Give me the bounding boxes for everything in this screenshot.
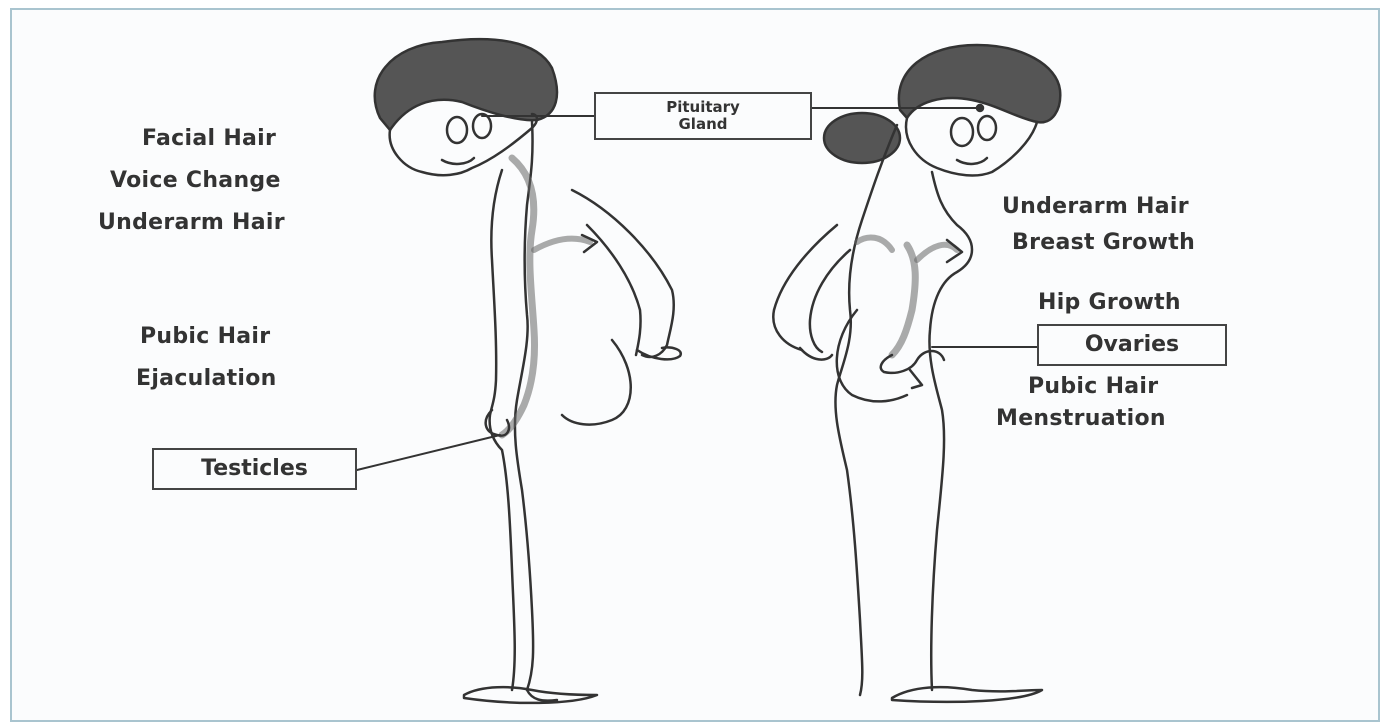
female-change-hip-growth: Hip Growth: [1038, 290, 1181, 315]
testicles-line: [357, 435, 500, 470]
male-arm: [572, 190, 674, 357]
diagram-frame: Pituitary Gland Testicles Ovaries Facial…: [10, 8, 1380, 722]
female-back: [835, 125, 897, 695]
female-change-menstruation: Menstruation: [996, 406, 1166, 431]
female-feet: [892, 687, 1042, 702]
female-eye: [978, 116, 996, 140]
female-change-breast-growth: Breast Growth: [1012, 230, 1195, 255]
male-change-underarm-hair: Underarm Hair: [98, 210, 285, 235]
female-change-pubic-hair: Pubic Hair: [1028, 374, 1158, 399]
pituitary-gland-label: Pituitary Gland: [648, 99, 758, 133]
male-change-facial-hair: Facial Hair: [142, 126, 276, 151]
female-hormone-path: [892, 245, 915, 355]
male-eye: [447, 117, 467, 143]
testicles-box: Testicles: [152, 448, 357, 490]
male-face: [390, 114, 537, 175]
female-eye: [951, 118, 973, 146]
female-arm: [773, 225, 837, 350]
male-change-pubic-hair: Pubic Hair: [140, 324, 270, 349]
male-change-voice: Voice Change: [110, 168, 281, 193]
female-hair-bun: [824, 113, 900, 163]
pituitary-gland-box: Pituitary Gland: [594, 92, 812, 140]
ovaries-box: Ovaries: [1037, 324, 1227, 366]
ovaries-label: Ovaries: [1085, 332, 1179, 357]
female-figure: [773, 45, 1060, 702]
male-eye: [473, 114, 491, 138]
female-change-underarm-hair: Underarm Hair: [1002, 194, 1189, 219]
testicles-label: Testicles: [201, 456, 308, 481]
male-change-ejaculation: Ejaculation: [136, 366, 277, 391]
